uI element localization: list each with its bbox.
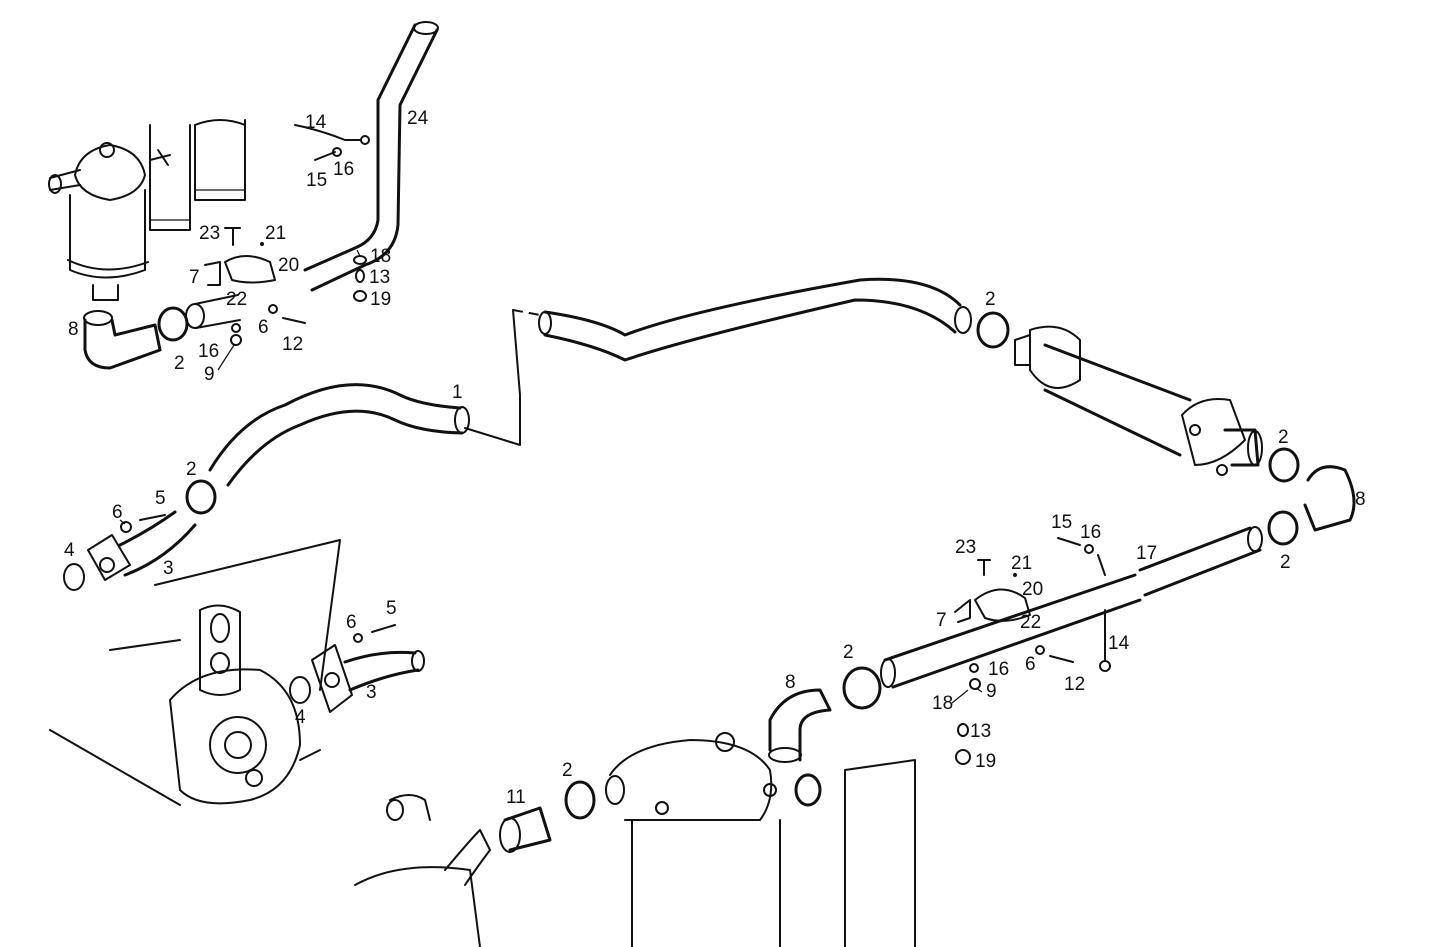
leader-lines (119, 249, 983, 704)
pipe-24 (303, 21, 439, 292)
callout-3: 3 (366, 682, 377, 703)
callout-6: 6 (258, 317, 269, 338)
flange-3-lower (289, 624, 425, 713)
callout-18: 18 (932, 693, 953, 714)
callout-2: 2 (1280, 552, 1291, 573)
callout-23: 23 (955, 537, 976, 558)
top-left-engine-housing (48, 119, 246, 301)
flange-3-upper (63, 510, 197, 591)
bottom-components (354, 688, 916, 947)
callout-1: 1 (452, 382, 463, 403)
muffler (1014, 325, 1356, 546)
callout-4: 4 (64, 540, 75, 561)
callout-16: 16 (198, 341, 219, 362)
callout-12: 12 (282, 334, 303, 355)
pipe-1 (185, 309, 541, 515)
pipe-17 (842, 526, 1263, 765)
callout-labels: 24 14 15 16 23 21 7 20 18 13 19 22 8 2 1… (64, 108, 1366, 808)
engine-block (49, 539, 341, 806)
callout-19: 19 (370, 289, 391, 310)
callout-8: 8 (785, 672, 796, 693)
callout-4: 4 (295, 707, 306, 728)
callout-22: 22 (1020, 612, 1041, 633)
callout-6: 6 (346, 612, 357, 633)
callout-12: 12 (1064, 674, 1085, 695)
callout-18: 18 (370, 246, 391, 267)
callout-23: 23 (199, 223, 220, 244)
callout-5: 5 (155, 488, 166, 509)
callout-20: 20 (278, 255, 299, 276)
callout-6: 6 (112, 502, 123, 523)
callout-2: 2 (843, 642, 854, 663)
callout-6: 6 (1025, 654, 1036, 675)
pipe-upper-right (538, 277, 1010, 362)
callout-24: 24 (407, 108, 429, 129)
callout-2: 2 (1278, 427, 1289, 448)
callout-13: 13 (970, 721, 991, 742)
callout-21: 21 (265, 223, 286, 244)
callout-13: 13 (369, 267, 390, 288)
callout-17: 17 (1136, 543, 1157, 564)
callout-11: 11 (506, 787, 526, 808)
top-left-hardware (83, 124, 370, 370)
callout-7: 7 (189, 267, 200, 288)
callout-19: 19 (975, 751, 996, 772)
callout-5: 5 (386, 598, 397, 619)
callout-2: 2 (985, 289, 996, 310)
callout-14: 14 (305, 112, 327, 133)
callout-3: 3 (163, 558, 174, 579)
callout-20: 20 (1022, 579, 1043, 600)
callout-14: 14 (1108, 633, 1130, 654)
callout-9: 9 (204, 364, 215, 385)
callout-16: 16 (988, 659, 1009, 680)
callout-2: 2 (186, 459, 197, 480)
callout-15: 15 (306, 170, 327, 191)
callout-2: 2 (562, 760, 573, 781)
callout-16: 16 (1080, 522, 1101, 543)
callout-22: 22 (226, 289, 247, 310)
callout-8: 8 (68, 319, 79, 340)
callout-8: 8 (1355, 489, 1366, 510)
callout-2: 2 (174, 353, 185, 374)
callout-7: 7 (936, 610, 947, 631)
callout-21: 21 (1011, 553, 1032, 574)
callout-9: 9 (986, 681, 997, 702)
callout-16: 16 (333, 159, 354, 180)
callout-15: 15 (1051, 512, 1072, 533)
